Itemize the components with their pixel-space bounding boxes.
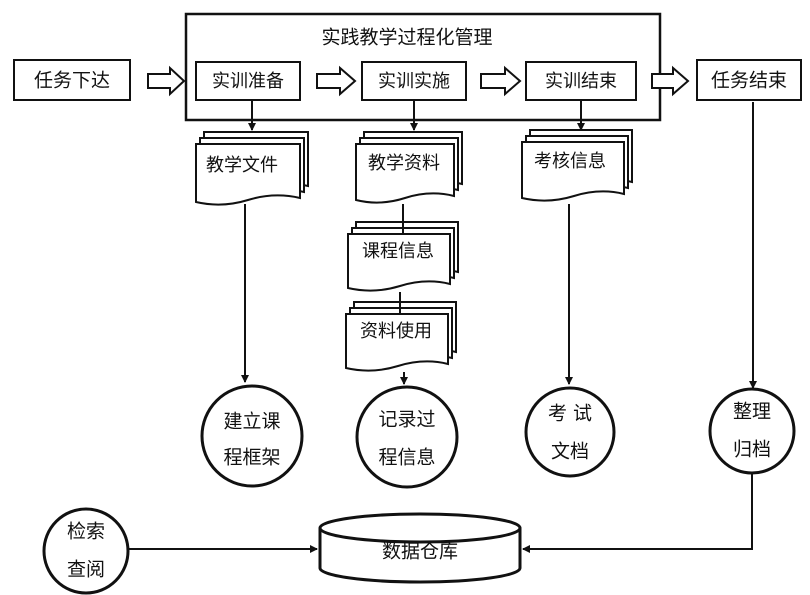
record-info-line1: 记录过 <box>378 409 435 431</box>
exam-docs-circle: 考 试 文档 <box>524 386 616 478</box>
management-frame <box>184 12 662 122</box>
search-circle: 检索 查阅 <box>42 507 130 595</box>
database-cylinder: 数据仓库 <box>318 512 522 584</box>
archive-line2: 归档 <box>733 439 771 461</box>
assessment-info-label: 考核信息 <box>534 151 606 172</box>
build-framework-circle: 建立课 程框架 <box>200 384 304 488</box>
block-arrow-4 <box>651 65 690 97</box>
exam-docs-line2: 文档 <box>551 441 589 463</box>
task-end-box: 任务结束 <box>696 59 802 101</box>
prep-box: 实训准备 <box>195 61 301 101</box>
archive-line1: 整理 <box>733 401 771 423</box>
block-arrow-3 <box>480 65 522 97</box>
build-framework-line2: 程框架 <box>223 447 280 469</box>
course-info-doc: 课程信息 <box>347 221 459 292</box>
search-line2: 查阅 <box>67 559 105 581</box>
archive-circle: 整理 归档 <box>708 387 796 475</box>
finish-box: 实训结束 <box>525 61 637 101</box>
task-end-label: 任务结束 <box>711 70 787 92</box>
record-info-line2: 程信息 <box>378 447 435 469</box>
finish-label: 实训结束 <box>545 71 617 92</box>
database-label: 数据仓库 <box>382 541 458 563</box>
exam-docs-line1: 考 试 <box>548 403 592 425</box>
implement-label: 实训实施 <box>378 71 450 92</box>
course-info-label: 课程信息 <box>362 241 434 262</box>
assessment-info-doc: 考核信息 <box>521 129 633 202</box>
build-framework-line1: 建立课 <box>223 411 280 433</box>
block-arrow-2 <box>316 65 357 97</box>
teaching-files-doc: 教学文件 <box>195 131 309 206</box>
teaching-materials-label: 教学资料 <box>368 153 440 174</box>
implement-box: 实训实施 <box>361 61 467 101</box>
material-use-label: 资料使用 <box>360 321 432 342</box>
task-assign-box: 任务下达 <box>13 59 131 101</box>
material-use-doc: 资料使用 <box>345 301 457 372</box>
teaching-materials-doc: 教学资料 <box>355 131 463 204</box>
search-line1: 检索 <box>67 521 105 543</box>
frame-title: 实践教学过程化管理 <box>321 27 492 49</box>
task-assign-label: 任务下达 <box>34 70 110 92</box>
arrow-archive-to-database <box>522 473 753 553</box>
record-info-circle: 记录过 程信息 <box>355 385 459 489</box>
block-arrow-1 <box>147 65 186 97</box>
prep-label: 实训准备 <box>212 71 284 92</box>
teaching-files-label: 教学文件 <box>206 155 278 176</box>
